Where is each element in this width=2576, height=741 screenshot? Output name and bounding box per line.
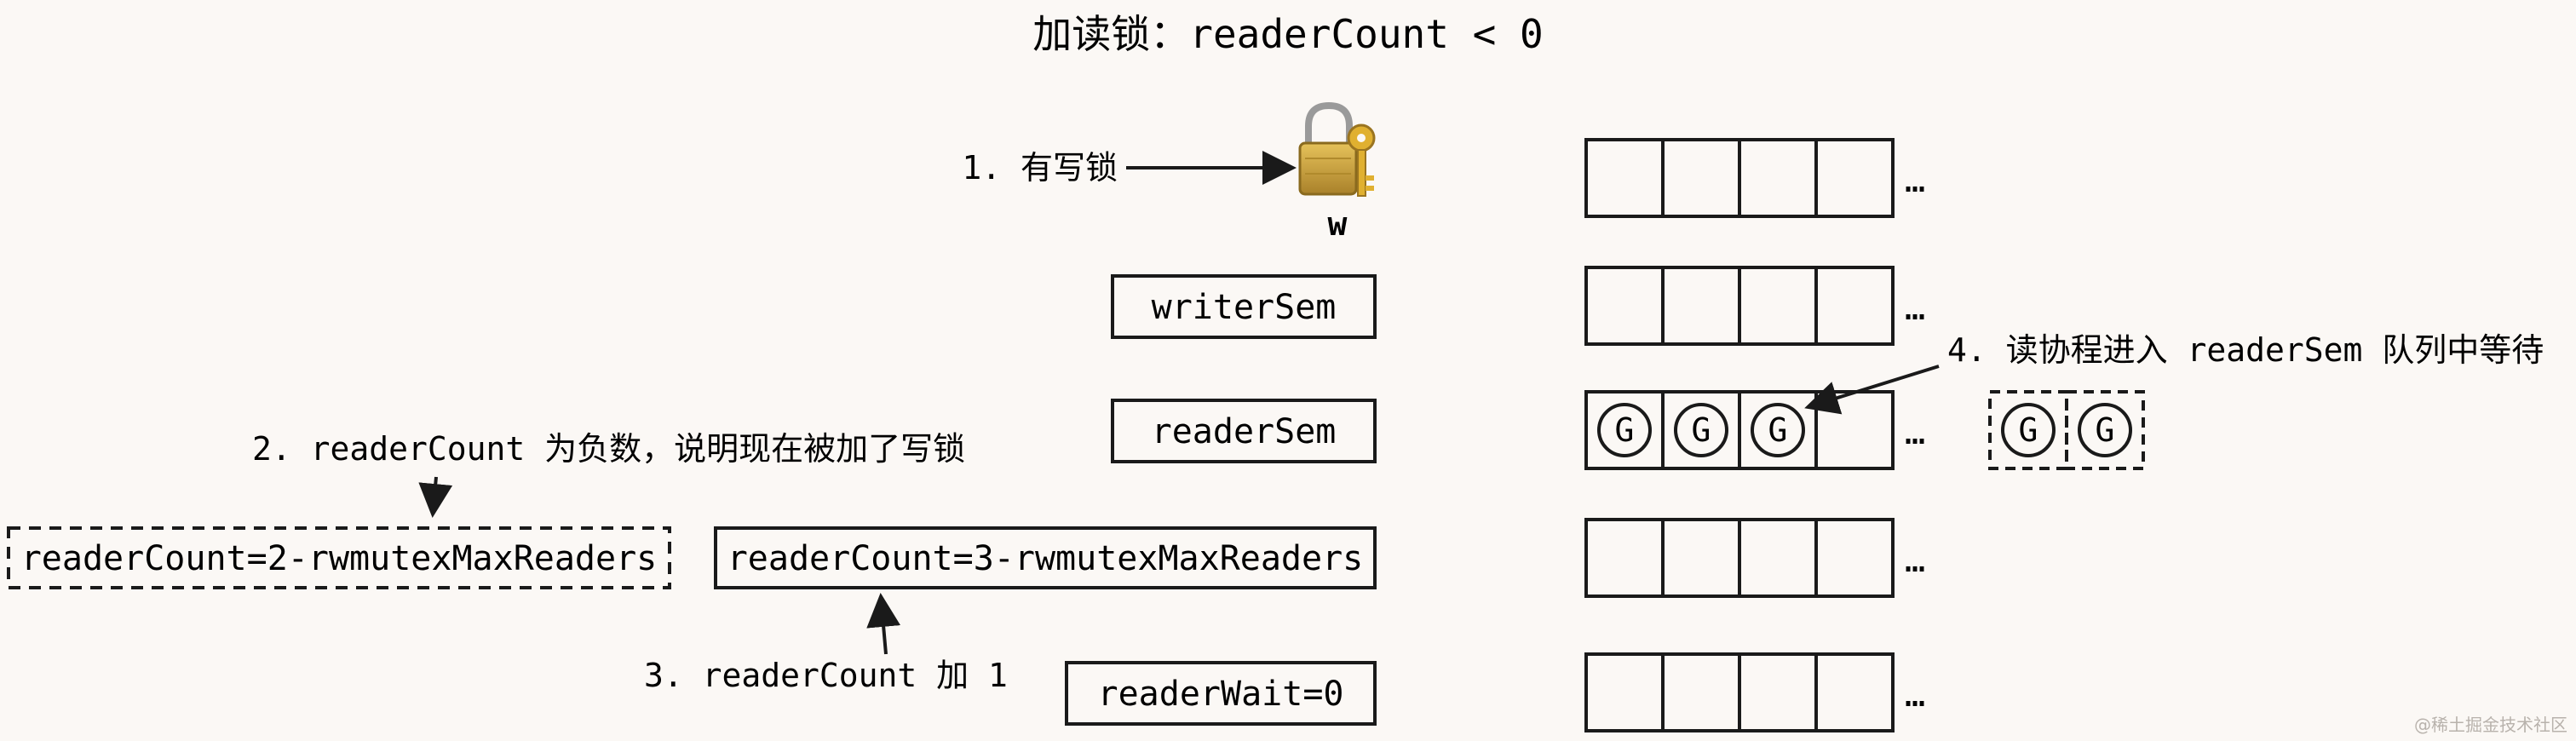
queue-cell [1814,390,1895,470]
writer-sem-box: writerSem [1111,274,1377,339]
goroutine-circle [1674,403,1728,457]
waiting-cell [2065,390,2145,470]
goroutine-circle [1751,403,1805,457]
queue-cell [1814,518,1895,598]
goroutine-circle [1597,403,1652,457]
queue-ellipsis: … [1905,161,1925,200]
waiting-goroutine-label: G [2096,411,2115,449]
writer-sem-label: writerSem [1152,288,1337,327]
step1-label: 1. 有写锁 [962,149,1118,187]
reader-count-old-label: readerCount=2-rwmutexMaxReaders [21,539,658,578]
queue-cell [1661,138,1741,218]
waiting-goroutine-circle [2001,403,2056,457]
waiting-cell [1988,390,2068,470]
queue-cell [1584,652,1665,732]
queue-ellipsis: … [1905,289,1925,328]
watermark: @稀土掘金技术社区 [2414,715,2567,735]
lock-label: w [1328,205,1348,243]
queue-cell [1814,652,1895,732]
goroutine-label: G [1692,411,1711,449]
step4-arrow [1804,365,1940,415]
step3-arrow [866,593,901,655]
diagram-title: 加读锁：readerCount < 0 [1032,11,1543,57]
step3-label: 3. readerCount 加 1 [644,657,1008,694]
goroutine-label: G [1615,411,1635,449]
waiting-goroutine-label: G [2019,411,2038,449]
queue-cell [1584,266,1665,346]
reader-wait-queue: … [1584,652,1925,732]
queue-cell [1738,138,1818,218]
reader-count-old-box: readerCount=2-rwmutexMaxReaders [7,526,671,589]
queue-ellipsis: … [1905,675,1925,715]
waiting-goroutine-circle [2078,403,2132,457]
reader-wait-label: readerWait=0 [1098,675,1344,714]
queue-cell [1661,518,1741,598]
queue-ellipsis: … [1905,413,1925,452]
step2-arrow [418,476,453,518]
queue-cell [1814,266,1895,346]
queue-ellipsis: … [1905,541,1925,580]
queue-cell [1584,138,1665,218]
queues: … … G G G … … … [1584,138,1925,732]
step2-label: 2. readerCount 为负数，说明现在被加了写锁 [252,430,965,468]
queue-cell [1661,266,1741,346]
reader-sem-label: readerSem [1152,412,1337,451]
queue-cell [1584,518,1665,598]
lock-with-key-icon [1298,101,1376,197]
reader-sem-box: readerSem [1111,399,1377,463]
goroutine-label: G [1768,411,1788,449]
queue-cell [1738,266,1818,346]
reader-count-new-label: readerCount=3-rwmutexMaxReaders [727,539,1364,578]
lock-queue: … [1584,138,1925,218]
reader-sem-queue: G G G … [1584,390,1925,470]
queue-cell [1661,652,1741,732]
queue-cell [1738,652,1818,732]
writer-sem-queue: … [1584,266,1925,346]
reader-count-new-box: readerCount=3-rwmutexMaxReaders [714,526,1377,589]
queue-cell [1738,518,1818,598]
reader-count-queue: … [1584,518,1925,598]
queue-cell [1814,138,1895,218]
step4-label: 4. 读协程进入 readerSem 队列中等待 [1947,331,2544,369]
reader-wait-box: readerWait=0 [1065,661,1377,726]
